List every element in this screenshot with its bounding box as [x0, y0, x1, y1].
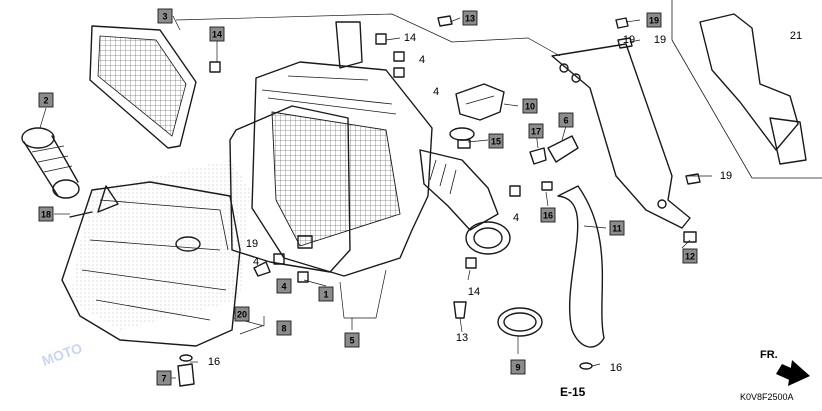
callout-number: 19: [246, 238, 258, 250]
air-cleaner-element: [89, 25, 197, 149]
reference-page-label: E-15: [560, 385, 586, 399]
clamp-17: [529, 147, 547, 165]
callout-box: 5: [344, 332, 360, 348]
callout-number: 19: [623, 34, 635, 46]
callout-box: 13: [462, 10, 478, 26]
callout-number: 4: [253, 256, 259, 268]
callout-number: 9: [515, 363, 520, 373]
callout-box: 6: [558, 112, 574, 128]
callout-number: 15: [491, 137, 501, 147]
callout-number: 14: [212, 30, 222, 40]
diagram-code-label: K0V8F2500A: [740, 392, 794, 402]
callout-box: 15: [488, 133, 504, 149]
front-direction-label: FR.: [760, 349, 778, 361]
callout-box: 9: [510, 359, 526, 375]
callout-number: 4: [419, 54, 425, 66]
bracket-21: [699, 13, 807, 165]
callout-number: 16: [208, 356, 220, 368]
mounting-bracket: [551, 43, 691, 229]
leader-lines: [39, 13, 712, 379]
callout-box: 4: [276, 278, 292, 294]
callout-number: 13: [456, 332, 468, 344]
callout-box: 1: [318, 286, 334, 302]
callout-box: 17: [528, 123, 544, 139]
callout-box: 16: [540, 207, 556, 223]
fasteners: [177, 15, 701, 387]
callout-number: 4: [281, 282, 286, 292]
callout-number: 11: [612, 224, 622, 234]
callout-number: 10: [525, 102, 535, 112]
callout-number: 19: [654, 34, 666, 46]
callout-number: 6: [563, 116, 568, 126]
callout-box: 14: [209, 26, 225, 42]
callout-number: 19: [649, 16, 659, 26]
air-box-housing: [251, 21, 433, 277]
callout-number: 16: [610, 362, 622, 374]
callout-number: 19: [720, 170, 732, 182]
callout-box: 2: [38, 92, 54, 108]
drain-hose-11: [557, 185, 605, 348]
drain-pipe-6: [547, 135, 579, 163]
callout-box: 11: [609, 220, 625, 236]
callout-number: 14: [404, 32, 416, 44]
callout-number: 21: [790, 30, 802, 42]
callout-box: 10: [522, 98, 538, 114]
detail-region-border: [671, 0, 822, 179]
callout-number: 20: [237, 310, 247, 320]
callout-number: 5: [349, 336, 354, 346]
callout-number: 17: [531, 127, 541, 137]
callout-number: 1: [323, 290, 328, 300]
callout-number: 16: [543, 211, 553, 221]
callout-number: 8: [281, 324, 286, 334]
callout-box: 20: [234, 306, 250, 322]
callout-number: 13: [465, 14, 475, 24]
callout-box: 8: [276, 320, 292, 336]
callout-number: 4: [513, 212, 519, 224]
callout-box: 3: [157, 8, 173, 24]
intake-tube: [21, 127, 80, 199]
front-direction-arrow: [776, 360, 810, 386]
screw-18: [69, 211, 93, 218]
resonator-cover: [455, 83, 505, 121]
callout-box: 18: [38, 206, 54, 222]
callout-box: 19: [646, 12, 662, 28]
callout-number: 7: [161, 374, 166, 384]
callout-box: 12: [682, 248, 698, 264]
callout-number: 12: [685, 252, 695, 262]
callout-box: 7: [156, 370, 172, 386]
clamp-band-9: [497, 307, 543, 337]
callout-number: 4: [433, 86, 439, 98]
callout-number: 14: [468, 286, 480, 298]
callout-number: 3: [162, 12, 167, 22]
callout-number: 2: [43, 96, 48, 106]
watermark-text: MOTO: [40, 339, 85, 368]
callout-number: 18: [41, 210, 51, 220]
housing-lower-cover: [61, 181, 241, 347]
